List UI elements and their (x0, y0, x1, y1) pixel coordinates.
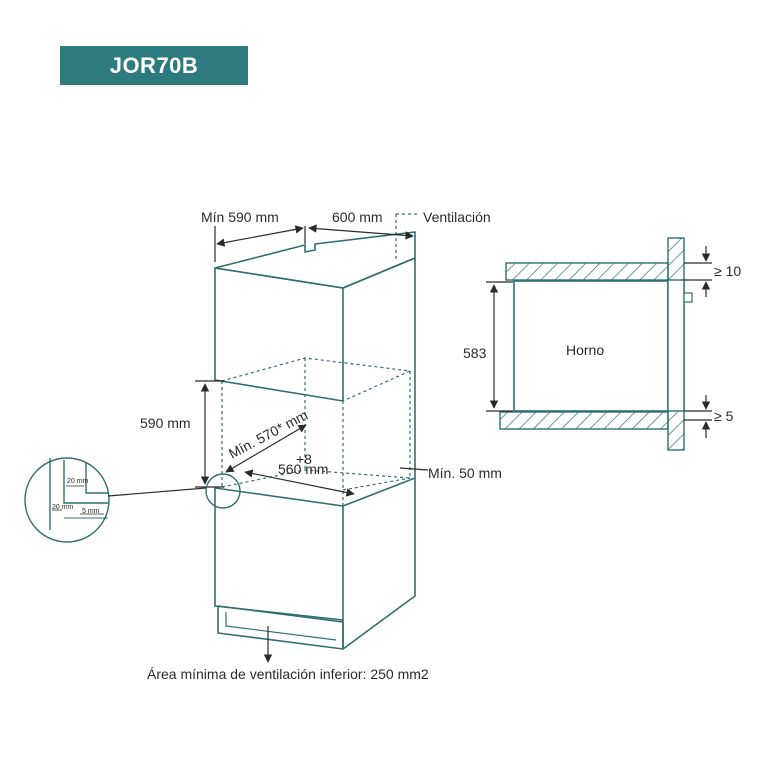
oven-front (667, 279, 685, 412)
right-side-panel (342, 258, 416, 650)
label-ventilation-area: Área mínima de ventilación inferior: 250… (147, 666, 429, 682)
label-583: 583 (463, 345, 487, 361)
label-min-590: Mín 590 mm (201, 209, 279, 225)
label-560mm: 560 mm (278, 461, 329, 477)
label-ventilacion: Ventilación (423, 209, 491, 225)
lower-front-panel (214, 487, 344, 621)
oven-body (513, 280, 669, 412)
oven-knob (683, 292, 693, 303)
detail-callout (24, 457, 241, 543)
label-590mm: 590 mm (140, 415, 191, 431)
dimension-lines (195, 224, 429, 663)
label-detail-20b: 20 mm (52, 504, 74, 511)
bottom-shelf (499, 411, 669, 430)
top-shelf (505, 262, 669, 281)
upper-front-panel (214, 267, 344, 402)
label-detail-20a: 20 mm (67, 478, 89, 485)
label-detail-5: 5 mm (82, 508, 100, 515)
title-text: JOR70B (109, 53, 199, 78)
label-600mm: 600 mm (332, 209, 383, 225)
cabinet-top-face (214, 231, 416, 289)
label-gap-5: ≥ 5 (714, 408, 734, 424)
title-banner: JOR70B (60, 46, 248, 85)
section-view (486, 237, 712, 451)
label-horno: Horno (566, 342, 604, 358)
label-plus8: +8 (296, 451, 312, 467)
cabinet-drawing (214, 213, 418, 650)
plinth (217, 605, 344, 650)
label-min-50: Mín. 50 mm (428, 465, 502, 481)
label-gap-10: ≥ 10 (714, 263, 741, 279)
